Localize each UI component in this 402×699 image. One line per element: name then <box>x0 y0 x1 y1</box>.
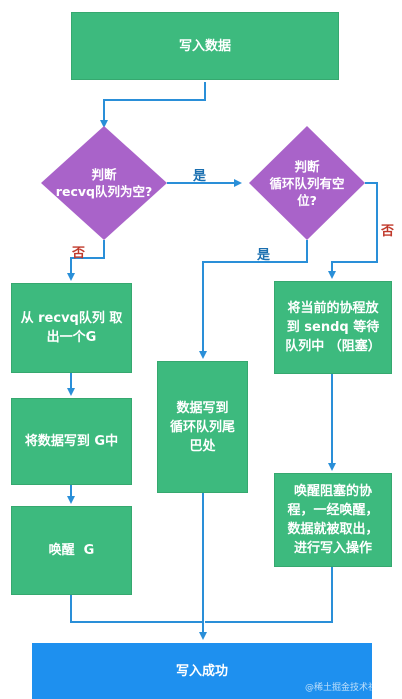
recvq-decision-diamond <box>41 126 167 240</box>
buffer-decision-diamond <box>249 126 365 240</box>
wake-g-label: 唤醒 G <box>48 543 95 558</box>
write-data-label: 写入数据 <box>178 38 231 54</box>
arrow-wake-blocked-to-success <box>205 567 333 623</box>
buffer-decision-text: 判断 循环队列有空 位? <box>269 158 345 208</box>
write-buffer-tail-label: 数据写到 循环队列尾 巴处 <box>169 400 235 454</box>
wake-blocked-box: 唤醒阻塞的协 程，一经唤醒， 数据就被取出， 进行写入操作 <box>274 473 392 567</box>
write-buffer-tail-box: 数据写到 循环队列尾 巴处 <box>157 361 248 493</box>
arrow-wake-g-to-success <box>70 595 203 623</box>
write-to-g-label: 将数据写到 G中 <box>24 434 119 449</box>
arrow-recvq-no-to-take-g <box>67 240 105 281</box>
recvq-no-label: 否 <box>72 246 86 261</box>
write-to-g-box: 将数据写到 G中 <box>11 398 132 485</box>
write-success-label: 写入成功 <box>175 663 228 679</box>
take-g-label: 从 recvq队列 取 出一个G <box>20 311 123 345</box>
watermark: @稀土掘金技术社区 <box>305 683 387 693</box>
put-sendq-box: 将当前的协程放 到 sendq 等待 队列中 （阻塞） <box>274 281 392 374</box>
take-g-box: 从 recvq队列 取 出一个G <box>11 283 132 373</box>
put-sendq-label: 将当前的协程放 到 sendq 等待 队列中 （阻塞） <box>285 301 381 354</box>
write-data-box: 写入数据 <box>71 12 339 80</box>
buffer-no-label: 否 <box>381 224 395 239</box>
arrow-buffer-yes-to-write-buffer <box>199 240 308 359</box>
recvq-yes-label: 是 <box>193 169 207 184</box>
recvq-decision-text: 判断 recvq队列为空? <box>55 167 153 199</box>
write-success-box: 写入成功 <box>32 643 372 699</box>
wake-g-box: 唤醒 G <box>11 506 132 595</box>
buffer-yes-label: 是 <box>257 248 271 263</box>
arrow-buffer-no-to-sendq <box>328 182 378 279</box>
wake-blocked-label: 唤醒阻塞的协 程，一经唤醒， 数据就被取出， 进行写入操作 <box>287 484 379 556</box>
arrow-start-to-recvq-decision <box>100 82 206 128</box>
